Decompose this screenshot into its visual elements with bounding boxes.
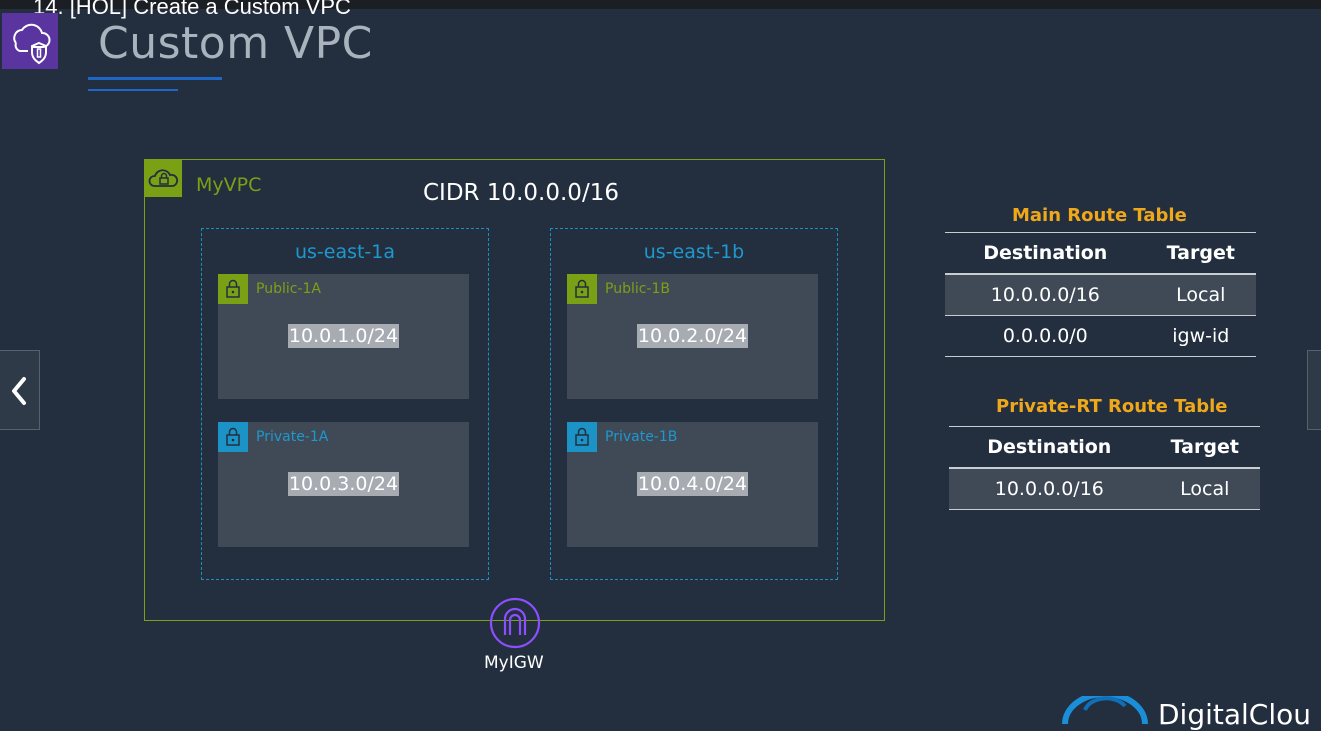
column-header: Destination [945,232,1146,275]
lock-icon [218,422,248,452]
subnet-cidr: 10.0.4.0/24 [636,472,749,496]
vpc-cidr: CIDR 10.0.0.0/16 [423,180,619,206]
subnet-name: Private-1A [256,429,329,445]
column-header: Destination [949,426,1150,469]
column-header: Target [1145,232,1256,275]
table-row: 0.0.0.0/0 igw-id [945,315,1256,357]
destination-cell: 0.0.0.0/0 [945,315,1146,357]
chevron-left-icon [12,377,26,405]
lock-icon [218,274,248,304]
column-header: Target [1149,426,1260,469]
target-cell: igw-id [1145,315,1256,357]
title-underline-secondary [88,89,178,91]
brand-logo-icon [1060,691,1150,726]
subnet-private-1b: Private-1B 10.0.4.0/24 [567,422,818,547]
vpc-cloud-lock-icon [145,160,182,197]
subnet-cidr: 10.0.3.0/24 [287,472,400,496]
private-route-table: Destination Target 10.0.0.0/16 Local [949,426,1260,510]
subnet-cidr: 10.0.2.0/24 [636,324,749,348]
az-label: us-east-1b [643,241,745,263]
target-cell: Local [1149,468,1260,510]
next-slide-button[interactable] [1307,350,1321,430]
internet-gateway-icon [489,597,541,649]
title-underline [88,77,222,80]
brand-name: DigitalClou [1158,698,1312,731]
availability-zone-1b [550,228,838,580]
previous-slide-button[interactable] [0,350,40,430]
availability-zone-1a [201,228,489,580]
vpc-name: MyVPC [196,174,262,196]
lesson-title: 14. [HOL] Create a Custom VPC [33,0,351,19]
page-title: Custom VPC [98,18,373,69]
vpc-container [144,159,885,621]
az-label: us-east-1a [294,241,396,263]
subnet-cidr: 10.0.1.0/24 [287,324,400,348]
subnet-public-1a: Public-1A 10.0.1.0/24 [218,274,469,399]
target-cell: Local [1145,274,1256,316]
subnet-private-1a: Private-1A 10.0.3.0/24 [218,422,469,547]
subnet-name: Private-1B [605,429,678,445]
private-route-table-title: Private-RT Route Table [996,396,1228,417]
lock-icon [567,274,597,304]
subnet-name: Public-1B [605,281,670,297]
subnet-public-1b: Public-1B 10.0.2.0/24 [567,274,818,399]
lock-icon [567,422,597,452]
main-route-table: Destination Target 10.0.0.0/16 Local 0.0… [945,232,1256,357]
main-route-table-title: Main Route Table [1012,205,1187,226]
vpc-shield-cloud-icon [2,13,58,69]
top-bar [0,0,1321,9]
destination-cell: 10.0.0.0/16 [949,468,1150,510]
destination-cell: 10.0.0.0/16 [945,274,1146,316]
subnet-name: Public-1A [256,281,321,297]
table-row: 10.0.0.0/16 Local [949,468,1260,510]
igw-name: MyIGW [484,653,544,673]
table-row: 10.0.0.0/16 Local [945,274,1256,316]
